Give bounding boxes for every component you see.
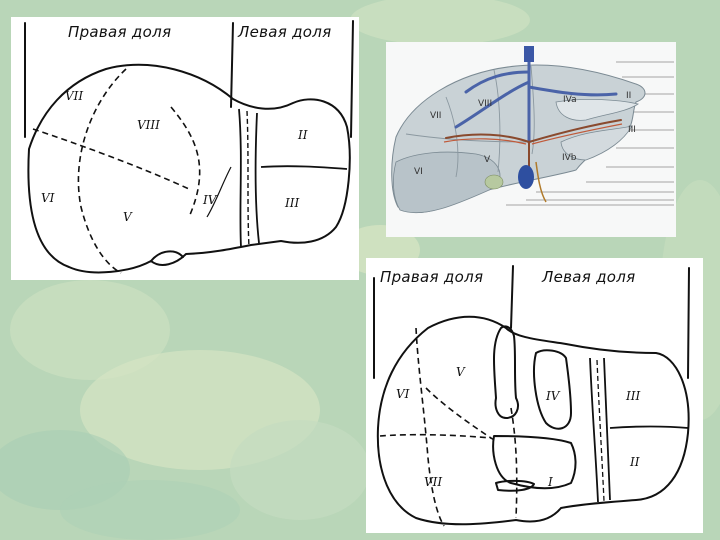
segment-label-iii: III	[628, 126, 636, 135]
segment-label-iv: IV	[546, 390, 559, 402]
segment-label-viii: VIII	[137, 119, 160, 131]
segment-label-vii: VII	[430, 112, 441, 121]
segment-label-ii: II	[298, 129, 307, 141]
liver-outline-c	[366, 258, 703, 533]
segment-label-ii: II	[630, 456, 639, 468]
segment-label-vii: VII	[424, 476, 442, 488]
segment-label-viii: VIII	[478, 100, 492, 109]
segment-label-iva: IVa	[563, 96, 577, 105]
segment-label-iv: IV	[203, 194, 216, 206]
liver-diagram-bottom-right: Правая доля Левая доля VI V IV III II VI…	[366, 258, 703, 533]
right-lobe-header: Правая доля	[68, 23, 171, 41]
segment-label-v: V	[456, 366, 465, 378]
liver-illustration-3d: VII VIII IVa II III VI V IVb	[386, 42, 676, 237]
segment-label-v: V	[484, 156, 490, 165]
liver-diagram-top-left: Правая доля Левая доля VII VIII VI V IV …	[11, 17, 359, 280]
liver-outline-a	[11, 17, 359, 280]
right-lobe-header: Правая доля	[380, 268, 483, 286]
segment-label-v: V	[123, 211, 132, 223]
segment-label-iii: III	[626, 390, 640, 402]
segment-label-vi: VI	[414, 168, 423, 177]
segment-label-iii: III	[285, 197, 299, 209]
segment-label-vii: VII	[65, 90, 83, 102]
segment-label-ivb: IVb	[562, 154, 577, 163]
liver-rendering	[386, 42, 676, 237]
segment-label-i: I	[548, 476, 553, 488]
segment-label-vi: VI	[41, 192, 54, 204]
left-lobe-header: Левая доля	[238, 23, 332, 41]
segment-label-vi: VI	[396, 388, 409, 400]
left-lobe-header: Левая доля	[542, 268, 636, 286]
segment-label-ii: II	[626, 92, 631, 101]
